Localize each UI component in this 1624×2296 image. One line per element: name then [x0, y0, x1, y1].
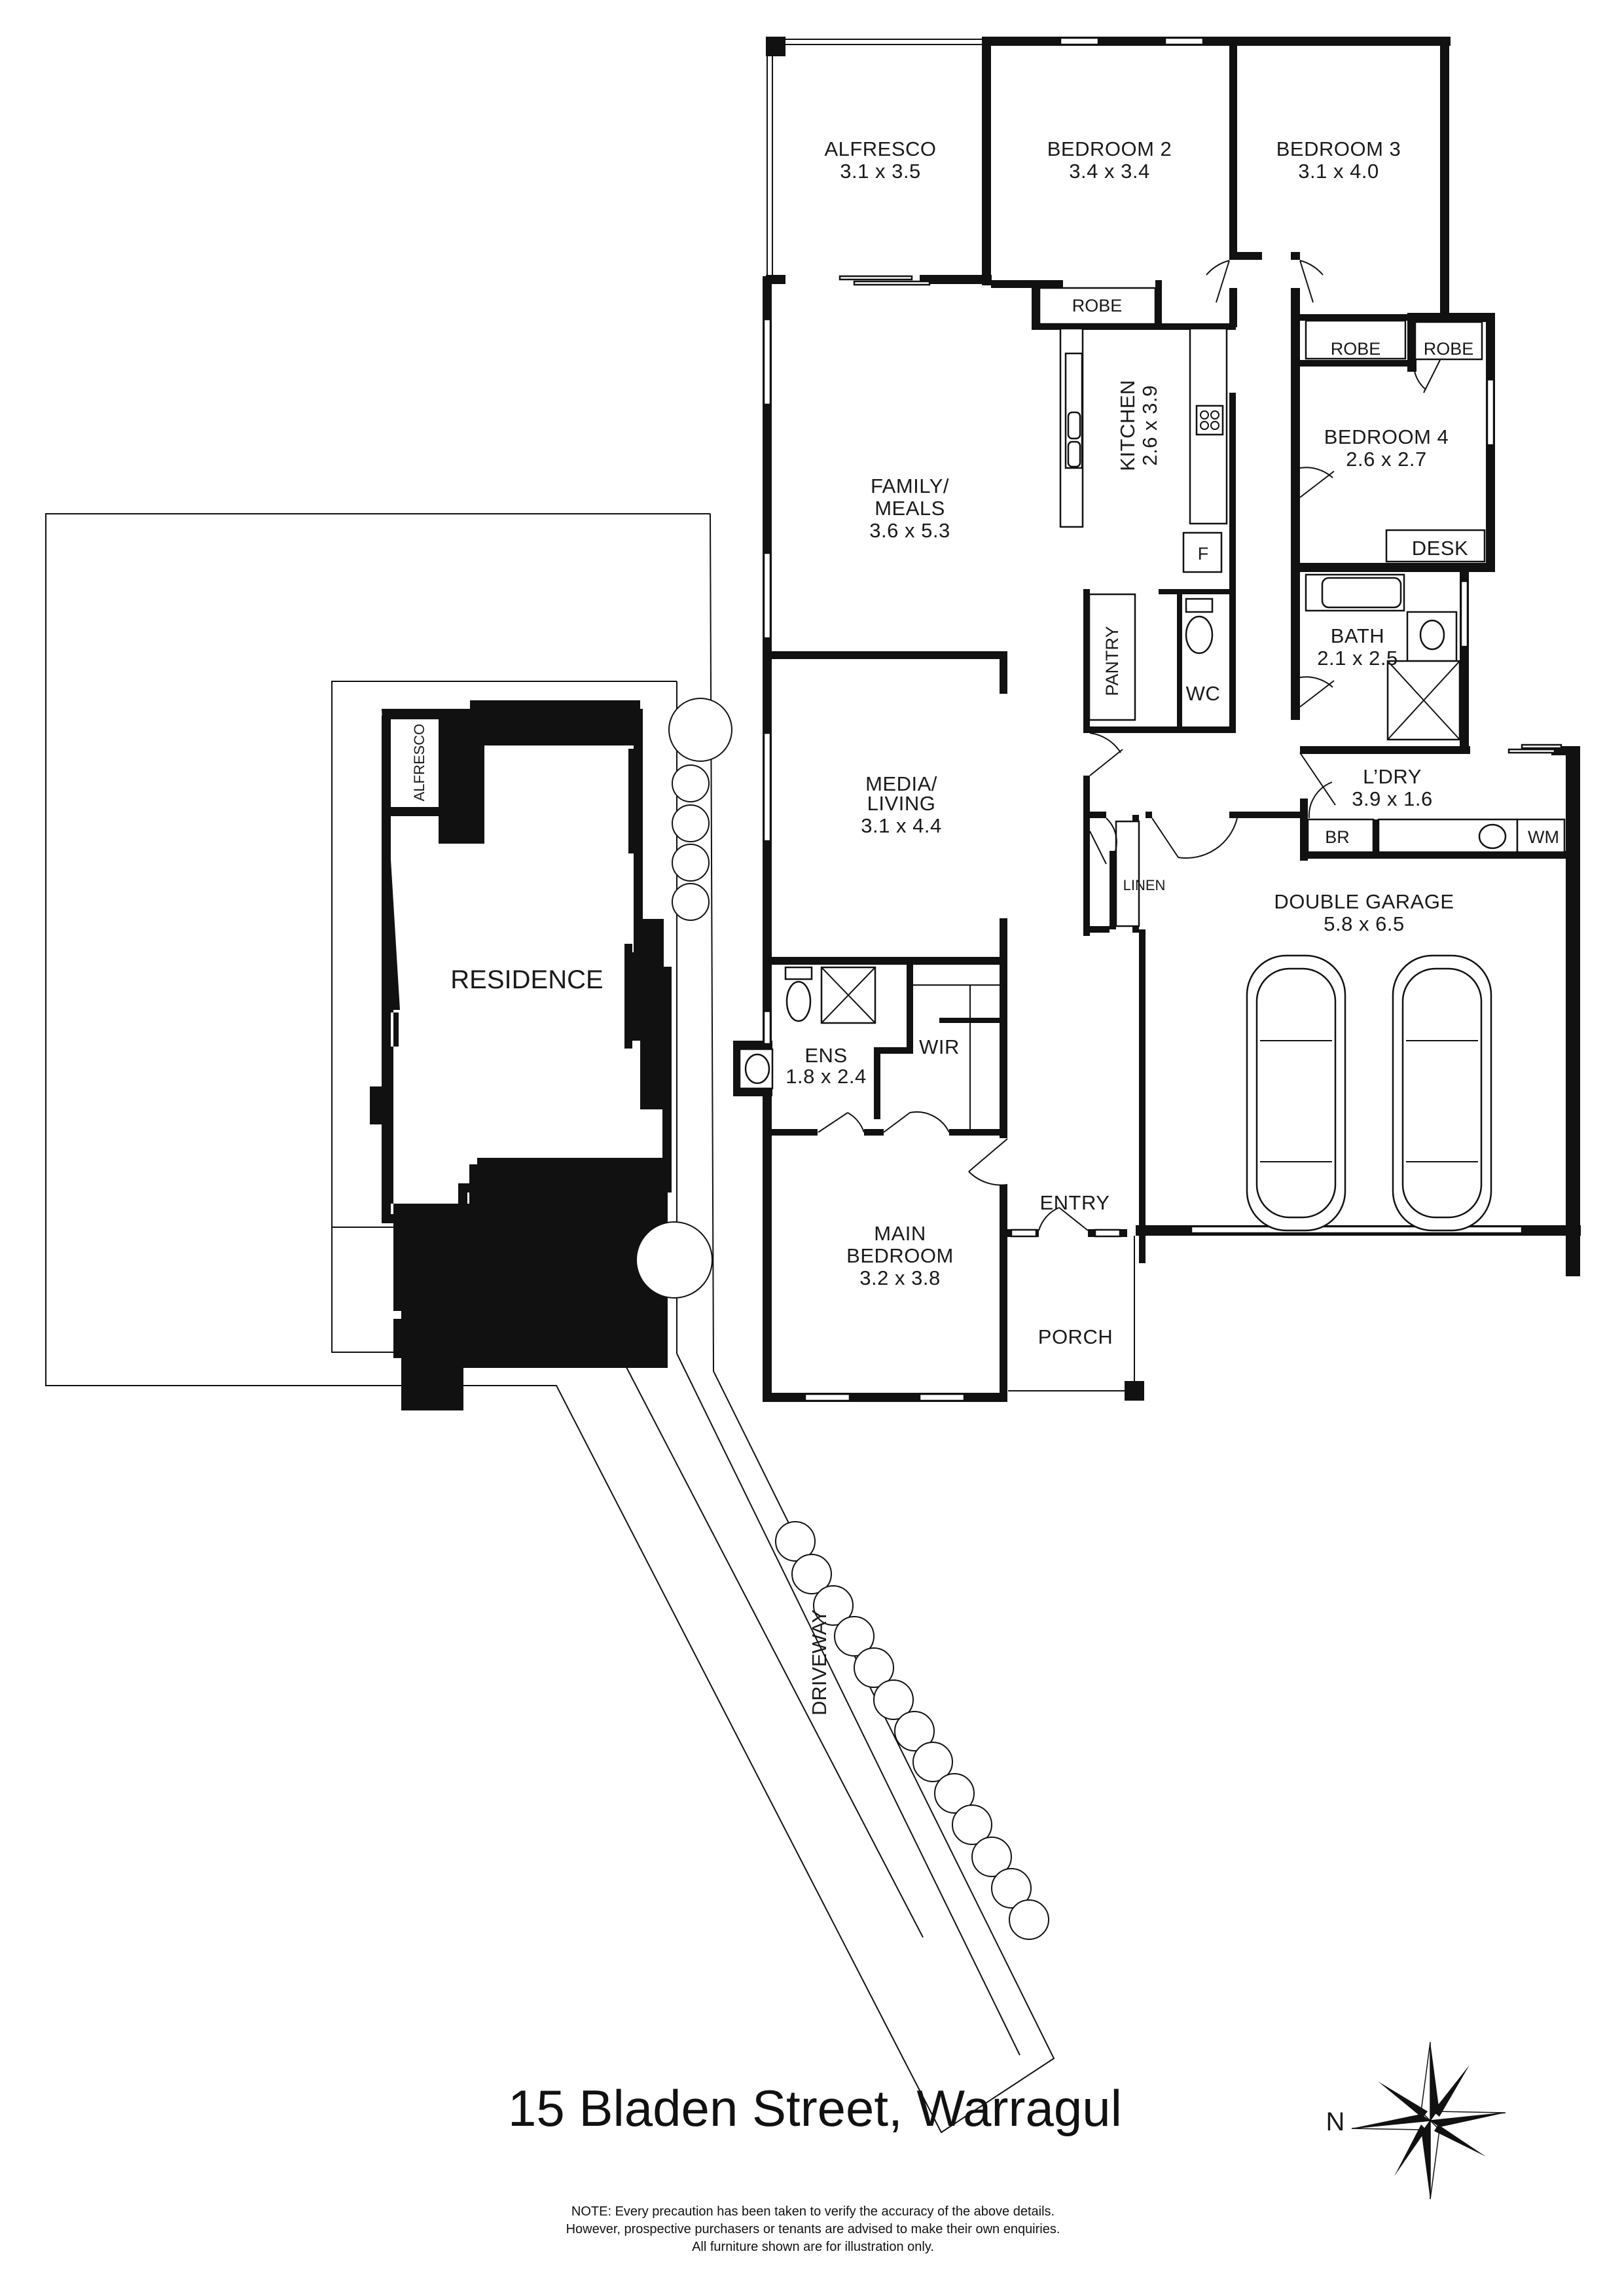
room-labels: ALFRESCO 3.1 x 3.5 BEDROOM 2 3.4 x 3.4 B… [785, 137, 1559, 1348]
room-label-bath: BATH [1331, 624, 1384, 647]
robe-bed4 [1414, 321, 1483, 361]
tree-icon [791, 1554, 832, 1594]
toilet-icon [785, 980, 812, 1022]
tree-icon [668, 698, 732, 762]
basin-icon [744, 1053, 770, 1085]
tree-icon [873, 1679, 914, 1720]
room-label-bedroom2: BEDROOM 2 [1047, 137, 1172, 160]
tree-icon [991, 1868, 1032, 1909]
room-label-main-bedroom-1: MAIN [874, 1222, 926, 1245]
trees [636, 698, 1049, 1940]
tree-icon [952, 1804, 992, 1845]
room-size-bedroom2: 3.4 x 3.4 [1069, 160, 1149, 183]
robe-bed2 [1038, 287, 1157, 325]
room-label-robe-bed4: ROBE [1424, 339, 1474, 359]
room-label-robe-bed3: ROBE [1331, 339, 1381, 359]
room-label-garage: DOUBLE GARAGE [1274, 890, 1454, 913]
residence-label: RESIDENCE [450, 965, 603, 994]
driveway-label: DRIVEWAY [808, 1609, 831, 1715]
room-label-fridge: F [1198, 544, 1209, 564]
room-size-garage: 5.8 x 6.5 [1324, 912, 1404, 935]
room-size-bedroom3: 3.1 x 4.0 [1298, 160, 1379, 183]
tree-icon [912, 1742, 953, 1782]
room-size-bath: 2.1 x 2.5 [1317, 647, 1398, 670]
tree-icon [775, 1521, 816, 1562]
car-icon [1246, 954, 1346, 1232]
doors [818, 260, 1441, 1231]
room-label-family-2: MEALS [875, 497, 945, 520]
tree-icon [672, 764, 710, 802]
tree-icon [971, 1837, 1012, 1877]
room-size-kitchen: 2.6 x 3.9 [1138, 385, 1161, 465]
fridge-space [1182, 531, 1223, 573]
disclaimer-line-2: However, prospective purchasers or tenan… [566, 2222, 1060, 2236]
room-label-br: BR [1325, 827, 1350, 847]
room-label-entry: ENTRY [1039, 1191, 1110, 1214]
tree-icon [894, 1711, 935, 1751]
room-label-ensuite: ENS [804, 1044, 847, 1067]
room-label-porch: PORCH [1038, 1325, 1113, 1348]
car-icon [1392, 954, 1492, 1232]
room-label-bedroom3: BEDROOM 3 [1276, 137, 1401, 160]
washing-machine [1516, 818, 1566, 853]
toilet-icon [1185, 615, 1214, 655]
tree-icon [636, 1221, 713, 1299]
neighbour-residence: ALFRESCO RESIDENCE [370, 700, 672, 1410]
room-label-robe-bed2: ROBE [1072, 296, 1123, 315]
robe-bed3 [1305, 319, 1407, 360]
room-label-media-2: LIVING [867, 792, 936, 815]
room-size-bedroom4: 2.6 x 2.7 [1346, 448, 1426, 471]
room-size-alfresco: 3.1 x 3.5 [840, 160, 920, 183]
room-size-main-bedroom: 3.2 x 3.8 [859, 1266, 940, 1289]
tree-icon [672, 844, 710, 882]
tree-icon [672, 883, 710, 921]
room-label-family-1: FAMILY/ [871, 475, 949, 497]
room-label-pantry: PANTRY [1102, 626, 1122, 696]
cooktop-icon [1195, 404, 1224, 436]
north-label: N [1326, 2108, 1345, 2136]
room-label-main-bedroom-2: BEDROOM [846, 1244, 954, 1267]
broom-cupboard [1307, 818, 1375, 853]
room-label-bedroom4: BEDROOM 4 [1324, 425, 1449, 448]
room-label-linen: LINEN [1123, 877, 1166, 893]
room-size-laundry: 3.9 x 1.6 [1352, 787, 1432, 810]
room-label-wir: WIR [919, 1035, 960, 1058]
laundry-tub-icon [1478, 823, 1507, 850]
room-size-ensuite: 1.8 x 2.4 [785, 1065, 866, 1088]
compass-rose-icon [1351, 2041, 1506, 2200]
room-size-family: 3.6 x 5.3 [869, 519, 950, 542]
room-label-desk: DESK [1412, 537, 1468, 560]
disclaimer-line-1: NOTE: Every precaution has been taken to… [571, 2204, 1055, 2219]
room-label-kitchen: KITCHEN [1116, 380, 1139, 471]
room-label-media-1: MEDIA/ [865, 772, 937, 795]
neighbour-alfresco-label: ALFRESCO [411, 724, 427, 802]
property-address: 15 Bladen Street, Warragul [508, 2079, 1122, 2137]
fixtures [744, 287, 1566, 1232]
tree-icon [813, 1585, 854, 1626]
desk [1385, 529, 1486, 563]
tree-icon [934, 1773, 975, 1814]
room-label-wc: WC [1186, 682, 1221, 705]
disclaimer-line-3: All furniture shown are for illustration… [692, 2240, 934, 2254]
tree-icon [854, 1647, 894, 1688]
room-label-laundry: L’DRY [1363, 765, 1422, 788]
tree-icon [672, 804, 710, 842]
tree-icon [1009, 1899, 1049, 1940]
room-label-wm: WM [1528, 827, 1559, 847]
room-label-alfresco: ALFRESCO [824, 137, 936, 160]
tree-icon [834, 1616, 875, 1657]
room-size-media: 3.1 x 4.4 [861, 814, 941, 837]
